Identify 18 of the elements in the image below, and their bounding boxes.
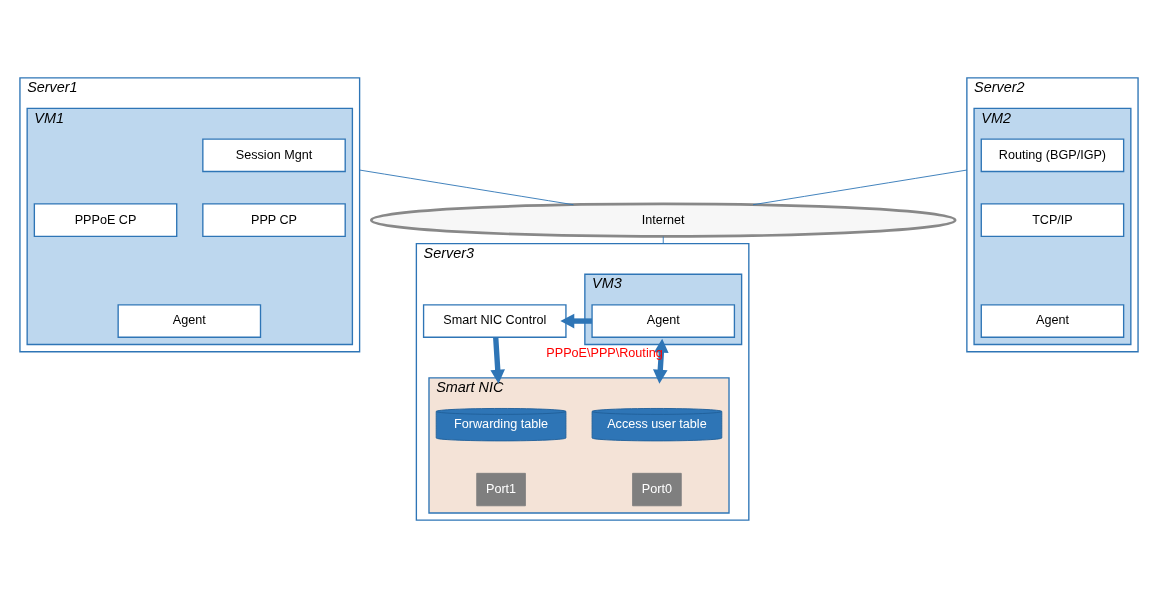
arrow [490,337,505,384]
node-box: Routing (BGP/IGP) [980,138,1125,173]
node-box: Agent [980,304,1125,338]
node-box: PPPoE CP [33,203,178,238]
connector [359,169,574,206]
node-box: Port1 [476,472,526,507]
node-box: Agent [591,304,736,338]
arrow [653,338,669,384]
connector [662,236,664,245]
node-box: PPP CP [202,203,346,238]
node-box: TCP/IP [980,203,1125,238]
connector [752,169,968,206]
node-ellipse: Internet [369,202,957,238]
node-box: Agent [117,304,262,338]
node-box: Port0 [632,472,682,507]
node-box: Session Mgnt [202,138,346,173]
node-box: Smart NIC Control [422,304,567,338]
arrow [560,313,592,329]
